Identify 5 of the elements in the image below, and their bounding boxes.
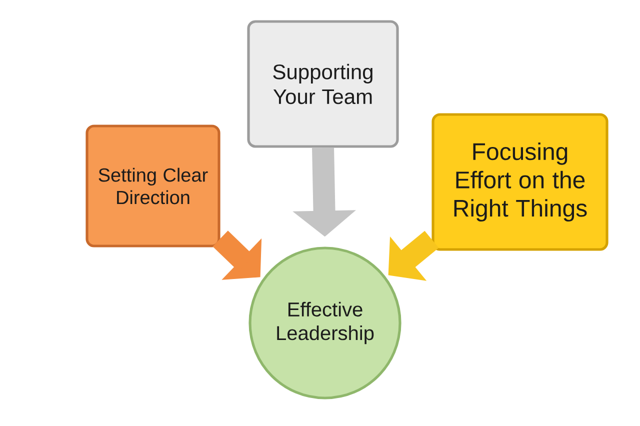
text-box: Setting Clear Direction: [86, 124, 220, 248]
block-arrow: [388, 230, 439, 281]
text-box: Supporting Your Team: [247, 20, 399, 148]
text-box: Focusing Effort on the Right Things: [432, 113, 608, 251]
circle-node: Effective Leadership: [248, 246, 402, 400]
